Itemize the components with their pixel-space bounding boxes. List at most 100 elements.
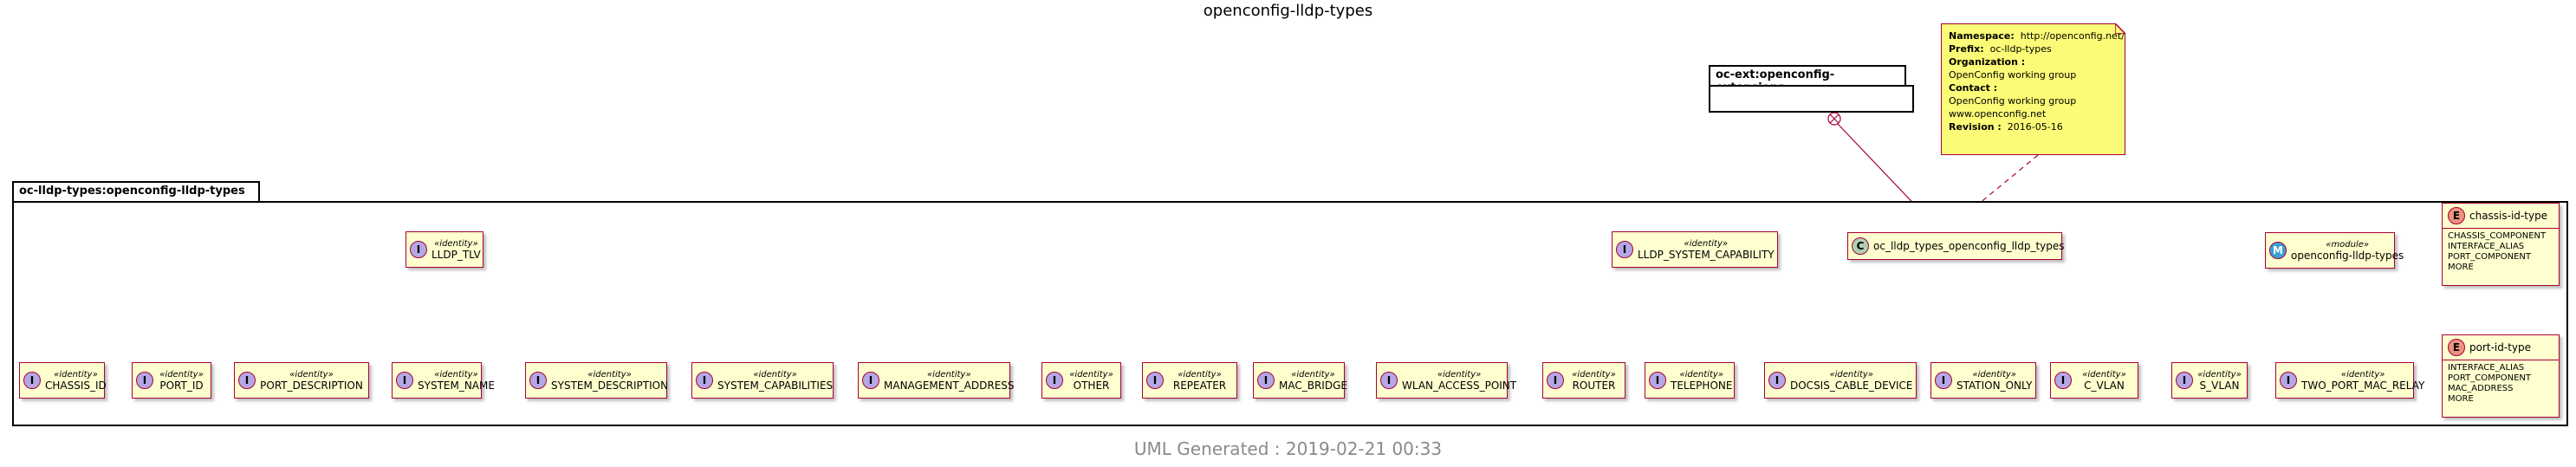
identity-system-description: I«identity»SYSTEM_DESCRIPTION [525,362,668,399]
class-name: MAC_BRIDGE [1279,379,1347,392]
class-type-icon: I [2280,372,2297,389]
note-value: oc-lldp-types [1983,43,2052,55]
class-text: «identity»WLAN_ACCESS_POINT [1402,370,1516,392]
identity-system-name: I«identity»SYSTEM_NAME [392,362,495,399]
identity-repeater: I«identity»REPEATER [1142,362,1237,399]
stereotype-label: «identity» [2197,369,2242,379]
class-type-icon: I [1935,372,1952,389]
class-text: «identity»TWO_PORT_MAC_RELAY [2301,370,2424,392]
identity-docsis-cable-device: I «identity»DOCSIS_CABLE_DEVICE [1764,362,1917,399]
plus-stroke [1829,114,1840,124]
stereotype-label: «identity» [1829,369,1873,379]
class-text: «identity»MANAGEMENT_ADDRESS [884,370,1015,392]
stereotype-label: «identity» [1684,238,1729,249]
stereotype-label: «identity» [927,369,971,379]
class-name: TELEPHONE [1671,379,1733,392]
class-type-icon: I [238,372,256,389]
enum-value: PORT_COMPONENT [2448,252,2532,262]
class-name: WLAN_ACCESS_POINT [1402,379,1517,392]
ext-package-body [1709,85,1914,113]
identity-station-only: I«identity»STATION_ONLY [1930,362,2036,399]
class-text: oc_lldp_types_openconfig_lldp_types [1873,240,2065,252]
class-type-icon: I [396,372,413,389]
note-row: Prefix: oc-lldp-types [1949,42,2118,55]
class-text: «identity»SYSTEM_DESCRIPTION [551,370,668,392]
class-text: «identity»PORT_ID [158,370,205,392]
note-row: www.openconfig.net [1949,107,2118,120]
note-key: Organization : [1949,56,2026,68]
stereotype-label: «module» [2326,239,2370,250]
stereotype-label: «identity» [1679,369,1723,379]
class-name: LLDP_SYSTEM_CAPABILITY [1638,248,1775,261]
module-node: M«module»openconfig-lldp-types [2265,232,2404,269]
class-type-icon: I [862,372,879,389]
stereotype-label: «identity» [1291,369,1335,379]
stereotype-label: «identity» [1972,369,2016,379]
note-key: Contact : [1949,82,1998,94]
class-type-icon: I [1768,372,1786,389]
diagram-title: openconfig-lldp-types [1203,2,1373,20]
enum-type-icon: E [2448,207,2465,224]
class-type-icon: I [2176,372,2193,389]
enum-value: MORE [2448,394,2474,404]
main-package-label: oc-lldp-types:openconfig-lldp-types [19,185,245,198]
identity-lldp-tlv: I«identity»LLDP_TLV [406,231,483,268]
class-name: ROUTER [1572,379,1616,392]
class-name: OTHER [1073,379,1110,392]
class-name: DOCSIS_CABLE_DEVICE [1790,379,1913,392]
stereotype-label: «identity» [159,369,204,379]
note-row: OpenConfig working group [1949,68,2118,81]
stereotype-label: «identity» [1178,369,1222,379]
stereotype-label: «identity» [54,369,98,379]
class-text: «identity»LLDP_SYSTEM_CAPABILITY [1638,239,1775,261]
class-text: «identity»SYSTEM_CAPABILITIES [717,370,833,392]
stereotype-label: «identity» [2082,369,2126,379]
enum-name: chassis-id-type [2469,210,2548,222]
class-text: «identity»LLDP_TLV [431,239,481,261]
identity-c-vlan: I«identity»C_VLAN [2050,362,2138,399]
note-key: Revision : [1949,121,2002,133]
class-type-icon: I [2054,372,2072,389]
class-type-icon: I [136,372,153,389]
identity-s-vlan: I«identity»S_VLAN [2171,362,2248,399]
enum-name: port-id-type [2469,341,2532,353]
class-text: «identity»C_VLAN [2076,370,2132,392]
class-name: CHASSIS_ID [45,379,107,392]
class-type-icon: M [2269,242,2287,259]
note-row: Namespace: http://openconfig.net/yang/ll… [1949,29,2118,42]
note-row: Contact : [1949,81,2118,94]
class-text: «identity»STATION_ONLY [1956,370,2032,392]
identity-management-address: I «identity»MANAGEMENT_ADDRESS [858,362,1015,399]
identity-system-capabilities: I«identity»SYSTEM_CAPABILITIES [691,362,834,399]
stereotype-label: «identity» [753,369,797,379]
stereotype-label: «identity» [587,369,632,379]
class-type-icon: I [410,241,427,258]
class-name: SYSTEM_CAPABILITIES [717,379,834,392]
note-row: Organization : [1949,55,2118,68]
class-text: «identity»PORT_DESCRIPTION [260,370,363,392]
class-type-icon: I [1547,372,1564,389]
stereotype-label: «identity» [1437,369,1482,379]
class-text: «identity»TELEPHONE [1671,370,1732,392]
class-type-icon: I [23,372,41,389]
class-type-icon: I [529,372,547,389]
class-type-icon: I [1146,372,1164,389]
identity-router: I«identity»ROUTER [1542,362,1625,399]
class-name: STATION_ONLY [1956,379,2033,392]
note-value: OpenConfig working group [1949,69,2077,81]
class-text: «identity»REPEATER [1168,370,1231,392]
class-text: «identity»OTHER [1067,370,1115,392]
class-type-icon: C [1852,237,1869,255]
identity-other: I«identity»OTHER [1041,362,1121,399]
enum-value: CHASSIS_COMPONENT [2448,231,2547,241]
class-name: MANAGEMENT_ADDRESS [884,379,1015,392]
class-type-icon: I [1649,372,1666,389]
class-name: PORT_ID [159,379,204,392]
class-text: «identity»CHASSIS_ID [45,370,107,392]
enum-value: MAC_ADDRESS [2448,384,2514,393]
